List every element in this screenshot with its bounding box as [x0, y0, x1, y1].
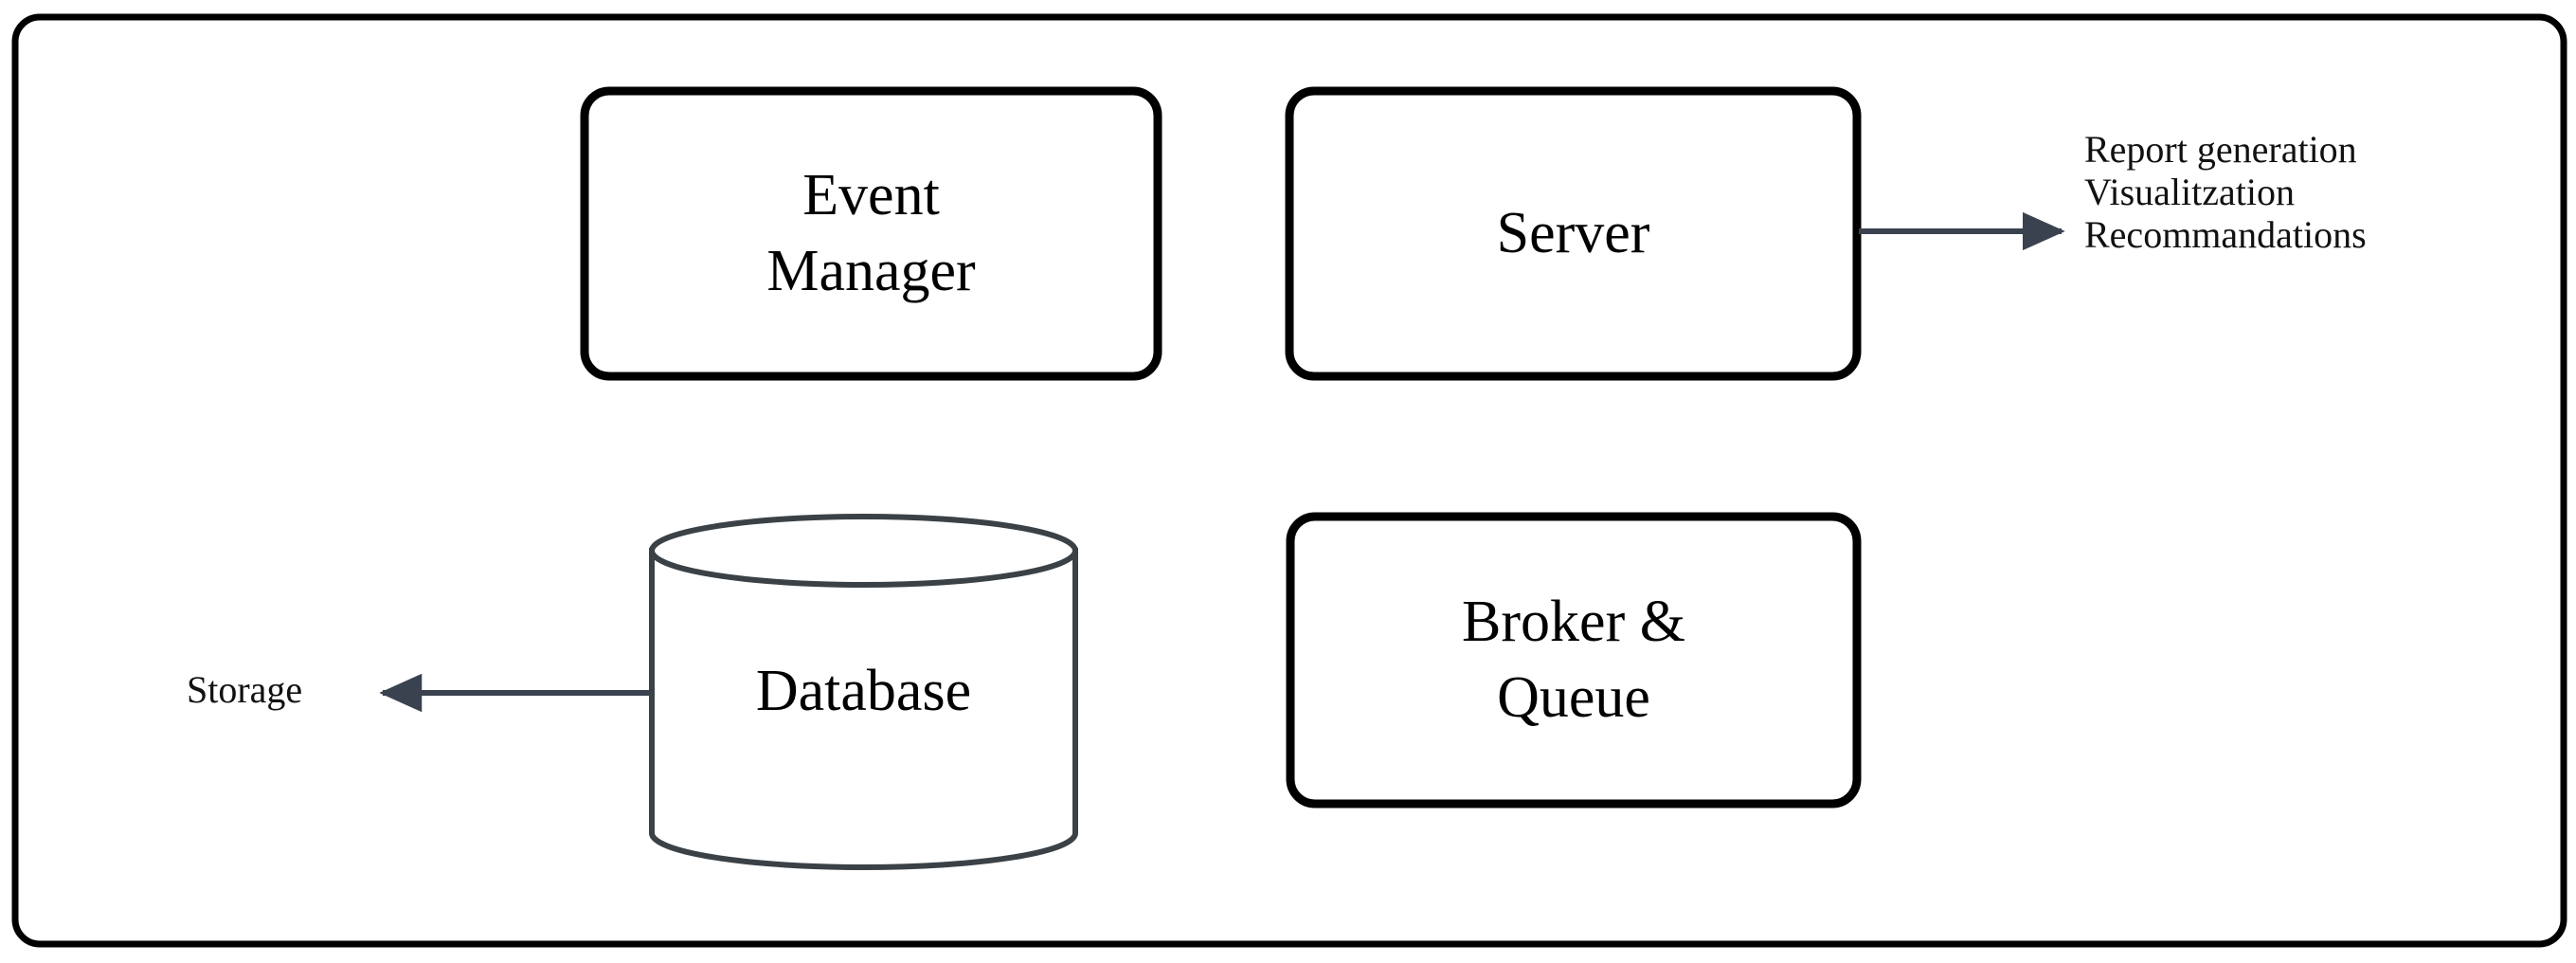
node-server-shape[interactable] [1285, 86, 1862, 381]
server-output-annotation: Report generation Visualitzation Recomma… [2084, 128, 2367, 257]
node-broker-queue-shape[interactable] [1286, 512, 1862, 809]
storage-annotation: Storage [187, 668, 303, 711]
cylinder-top-ellipse [649, 514, 1078, 588]
node-event-manager-shape[interactable] [580, 86, 1162, 381]
node-database-shape[interactable] [649, 514, 1078, 870]
cylinder-body [649, 548, 1078, 870]
